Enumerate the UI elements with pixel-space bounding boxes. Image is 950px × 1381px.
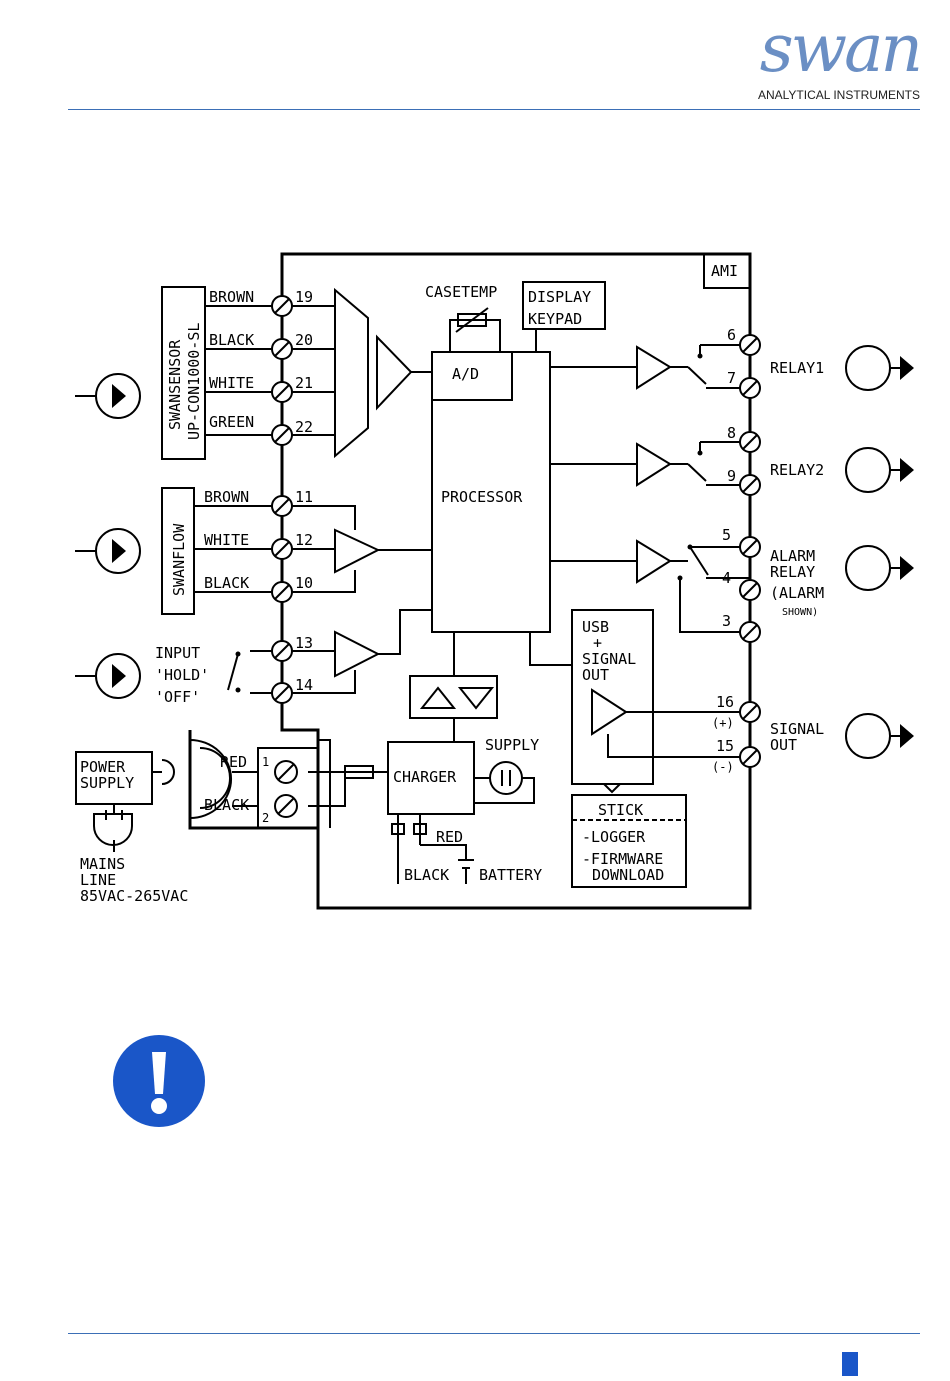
keypad-label: KEYPAD bbox=[528, 310, 582, 328]
alarm-shown-2: SHOWN) bbox=[782, 607, 818, 618]
sensor-name: SWANSENSOR bbox=[166, 339, 184, 430]
black-label: BLACK bbox=[204, 796, 249, 814]
relay1-label: RELAY1 bbox=[770, 359, 824, 377]
ad-block bbox=[431, 351, 513, 401]
usb-line-3: SIGNAL bbox=[582, 650, 636, 668]
line-label: LINE bbox=[80, 871, 116, 889]
casetemp-label: CASETEMP bbox=[425, 283, 497, 301]
usb-line-4: OUT bbox=[582, 666, 609, 684]
ad-label: A/D bbox=[452, 365, 479, 383]
term-16: 16 bbox=[716, 693, 734, 711]
display-keypad-box bbox=[522, 281, 606, 330]
mux-amp bbox=[376, 334, 413, 411]
power-label: POWER bbox=[80, 758, 126, 776]
term-10: 10 bbox=[295, 574, 313, 592]
sensor-wire-4: GREEN bbox=[209, 413, 254, 431]
hold-label: 'HOLD' bbox=[155, 666, 209, 684]
out-label: OUT bbox=[770, 736, 797, 754]
term-9: 9 bbox=[727, 467, 736, 485]
processor-label: PROCESSOR bbox=[441, 488, 523, 506]
flow-amp bbox=[334, 528, 381, 574]
plus-label: (+) bbox=[712, 716, 734, 730]
mains-label: MAINS bbox=[80, 855, 125, 873]
conn-1: 1 bbox=[262, 755, 269, 769]
red-battery-label: RED bbox=[436, 828, 463, 846]
term-4: 4 bbox=[722, 569, 731, 587]
minus-label: (-) bbox=[712, 760, 734, 774]
term-22: 22 bbox=[295, 418, 313, 436]
black-battery-label: BLACK bbox=[404, 866, 449, 884]
term-11: 11 bbox=[295, 488, 313, 506]
alarm-shown-1: (ALARM bbox=[770, 584, 824, 602]
term-13: 13 bbox=[295, 634, 313, 652]
multiplexer bbox=[334, 287, 369, 459]
voltage-label: 85VAC-265VAC bbox=[80, 887, 188, 905]
battery-label: BATTERY bbox=[479, 866, 542, 884]
flow-wire-2: WHITE bbox=[204, 531, 249, 549]
term-12: 12 bbox=[295, 531, 313, 549]
term-3: 3 bbox=[722, 612, 731, 630]
term-5: 5 bbox=[722, 526, 731, 544]
exclamation-icon bbox=[113, 1035, 205, 1127]
logger-label: -LOGGER bbox=[582, 828, 646, 846]
term-19: 19 bbox=[295, 288, 313, 306]
footer-rule bbox=[68, 1333, 920, 1334]
sensor-wire-2: BLACK bbox=[209, 331, 254, 349]
brand-tagline: ANALYTICAL INSTRUMENTS bbox=[757, 88, 920, 102]
flow-wire-1: BROWN bbox=[204, 488, 249, 506]
flow-wire-3: BLACK bbox=[204, 574, 249, 592]
sensor-box bbox=[161, 286, 206, 460]
alarm-relay-label: RELAY bbox=[770, 563, 815, 581]
relay2-label: RELAY2 bbox=[770, 461, 824, 479]
signal-label: SIGNAL bbox=[770, 720, 824, 738]
casetemp-resistor bbox=[457, 313, 487, 327]
display-label: DISPLAY bbox=[528, 288, 591, 306]
term-8: 8 bbox=[727, 424, 736, 442]
term-14: 14 bbox=[295, 676, 313, 694]
sensor-wire-3: WHITE bbox=[209, 374, 254, 392]
charger-label: CHARGER bbox=[393, 768, 457, 786]
sensor-wire-1: BROWN bbox=[209, 288, 254, 306]
ami-label-box bbox=[703, 253, 751, 289]
usb-line-2: + bbox=[593, 634, 602, 652]
firmware-label: -FIRMWARE bbox=[582, 850, 663, 868]
swan-logo: swan ANALYTICAL INSTRUMENTS bbox=[752, 16, 924, 106]
download-label: DOWNLOAD bbox=[592, 866, 664, 884]
page-tab bbox=[842, 1352, 858, 1376]
red-label: RED bbox=[220, 753, 247, 771]
term-20: 20 bbox=[295, 331, 313, 349]
usb-line-1: USB bbox=[582, 618, 609, 636]
sensor-model: UP-CON1000-SL bbox=[185, 323, 203, 440]
conn-2: 2 bbox=[262, 811, 269, 825]
stick-box bbox=[571, 794, 687, 888]
stick-label: STICK bbox=[598, 801, 643, 819]
flow-box bbox=[161, 487, 195, 615]
supply-ps-label: SUPPLY bbox=[80, 774, 134, 792]
term-6: 6 bbox=[727, 326, 736, 344]
input-amp bbox=[334, 630, 381, 678]
ami-label: AMI bbox=[711, 262, 738, 280]
input-label: INPUT bbox=[155, 644, 200, 662]
flow-name: SWANFLOW bbox=[170, 523, 188, 596]
fuse bbox=[344, 765, 374, 779]
header-rule bbox=[68, 109, 920, 110]
term-21: 21 bbox=[295, 374, 313, 392]
alarm-label: ALARM bbox=[770, 547, 815, 565]
usb-signal-box bbox=[571, 609, 654, 785]
terminal-block bbox=[257, 747, 319, 829]
supply-label: SUPPLY bbox=[485, 736, 539, 754]
brand-name: swan bbox=[759, 10, 923, 87]
term-7: 7 bbox=[727, 369, 736, 387]
off-label: 'OFF' bbox=[155, 688, 200, 706]
term-15: 15 bbox=[716, 737, 734, 755]
